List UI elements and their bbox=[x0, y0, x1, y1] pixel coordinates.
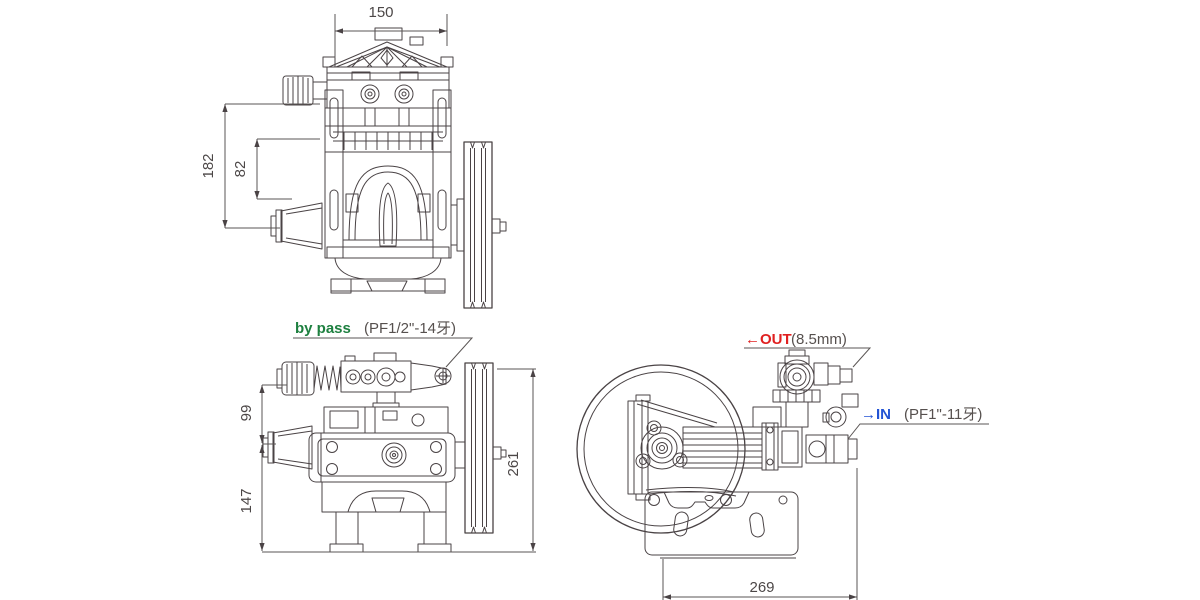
dimension-base-width: 269 bbox=[662, 468, 858, 600]
dimension-side-upper: 99 bbox=[238, 384, 287, 445]
bypass-label: by pass (PF1/2"-14牙) bbox=[293, 320, 474, 368]
dim-261: 261 bbox=[505, 451, 522, 476]
side-view: 99 147 261 by pass (PF1/2"-14牙) bbox=[238, 320, 536, 553]
dim-147: 147 bbox=[238, 488, 255, 513]
dimension-front-width: 150 bbox=[334, 4, 448, 58]
in-label-name: →IN bbox=[861, 406, 891, 423]
in-label-spec: (PF1"-11牙) bbox=[904, 406, 982, 423]
out-label-name: ←OUT bbox=[745, 331, 792, 348]
dim-99: 99 bbox=[238, 405, 255, 422]
dim-150: 150 bbox=[368, 4, 393, 21]
out-leader-line bbox=[744, 347, 872, 368]
out-label-spec: (8.5mm) bbox=[791, 331, 847, 348]
front-view: 150 182 82 bbox=[200, 4, 507, 309]
dimension-front-height-inner: 82 bbox=[232, 138, 320, 200]
bypass-label-name: by pass bbox=[295, 320, 351, 337]
in-leader-line bbox=[847, 423, 989, 440]
dim-82: 82 bbox=[232, 161, 249, 178]
bypass-leader-line bbox=[293, 337, 474, 368]
out-label: ←OUT (8.5mm) bbox=[744, 331, 872, 368]
front-view-line-art bbox=[270, 27, 507, 309]
in-label: →IN (PF1"-11牙) bbox=[847, 406, 989, 440]
end-view-line-art bbox=[576, 349, 859, 559]
side-view-line-art bbox=[262, 352, 507, 553]
dimension-side-height: 261 bbox=[497, 368, 536, 551]
bypass-label-spec: (PF1/2"-14牙) bbox=[364, 320, 456, 337]
dim-269: 269 bbox=[749, 579, 774, 596]
dimension-side-lower: 147 bbox=[238, 445, 536, 553]
end-view: 269 ←OUT (8.5mm) →IN (PF1"-11牙) bbox=[576, 331, 989, 600]
dimension-front-height-overall: 182 bbox=[200, 103, 320, 229]
dim-182: 182 bbox=[200, 153, 217, 178]
